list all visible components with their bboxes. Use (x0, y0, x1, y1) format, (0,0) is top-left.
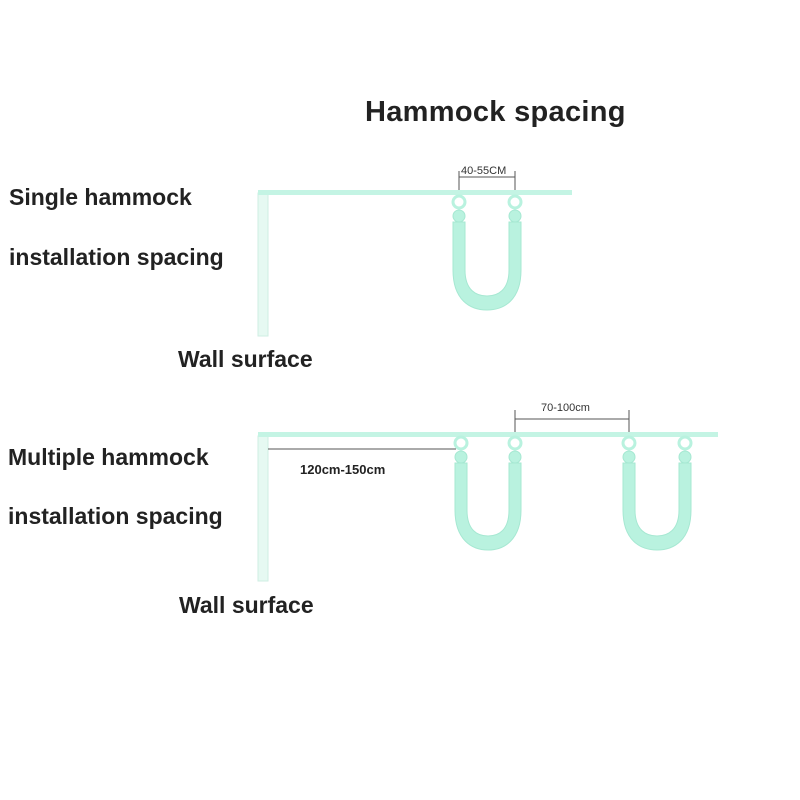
multiple-spacing-label: 70-100cm (541, 402, 590, 414)
single-label-line2: installation spacing (9, 244, 224, 270)
dimension-single (458, 171, 516, 190)
wall-distance-label: 120cm-150cm (300, 462, 386, 477)
single-label-line1: Single hammock (9, 184, 192, 210)
multiple-label-line2: installation spacing (8, 503, 223, 529)
multiple-installation (257, 410, 718, 582)
dimension-multiple (514, 410, 630, 432)
wall-single (257, 192, 269, 337)
multiple-label-line1: Multiple hammock (8, 444, 209, 470)
hammock-icon (621, 435, 693, 551)
hammock-icon (451, 194, 523, 311)
hammock-icon (453, 435, 523, 551)
ceiling-beam-single (258, 190, 572, 195)
wall-multiple (257, 435, 269, 582)
wall-surface-label-single: Wall surface (178, 346, 313, 372)
diagram-title: Hammock spacing (365, 96, 626, 128)
single-installation (257, 171, 572, 337)
single-spacing-label: 40-55CM (461, 165, 507, 177)
ceiling-beam-multiple (258, 432, 718, 437)
wall-surface-label-multiple: Wall surface (179, 592, 314, 618)
